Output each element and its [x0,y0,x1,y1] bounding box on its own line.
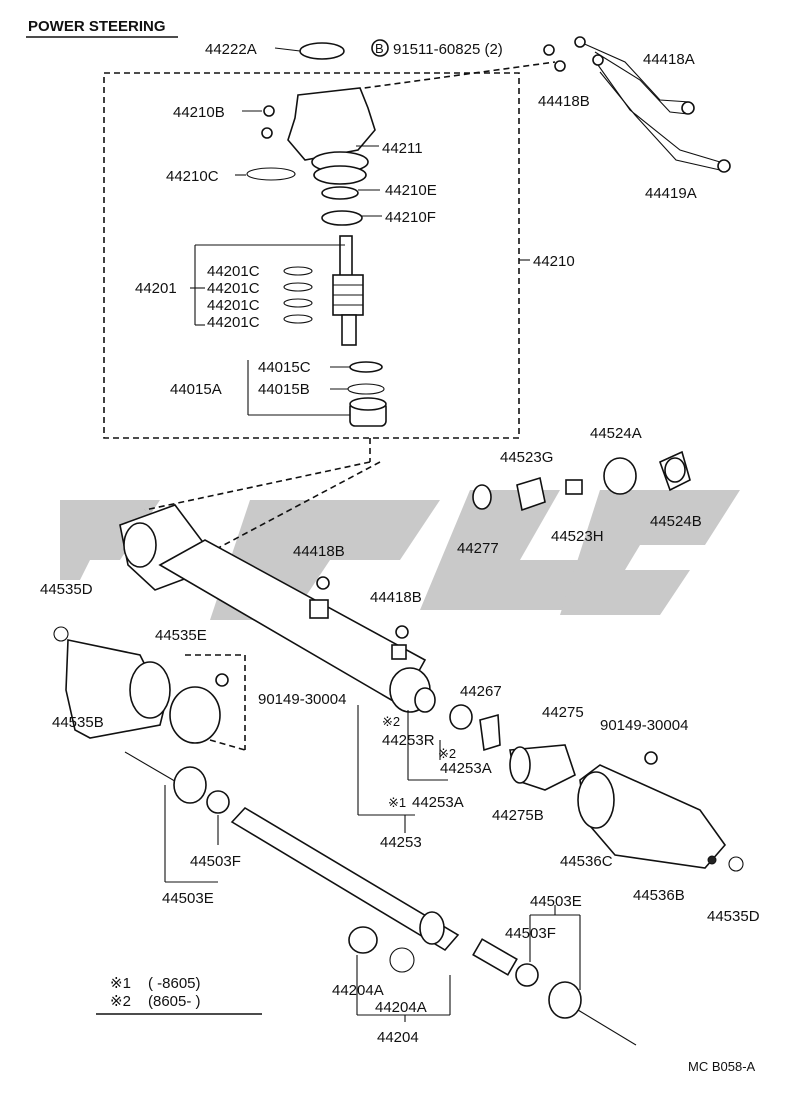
label-44535b: 44535B [52,714,104,731]
label-44535e: 44535E [155,627,207,644]
label-44210: 44210 [533,253,575,270]
label-44204: 44204 [377,1029,419,1046]
label-bolt-marker: B [375,41,384,56]
label-44535d-right: 44535D [707,908,760,925]
label-90149-30004-left: 90149-30004 [258,691,346,708]
label-44523g: 44523G [500,449,553,466]
label-44253a-1: 44253A [440,760,492,777]
diagram-code: MC B058-A [688,1059,756,1074]
label-44535d-left: 44535D [40,581,93,598]
label-44201c-1: 44201C [207,263,260,280]
label-44277: 44277 [457,540,499,557]
label-44253a-2: 44253A [412,794,464,811]
label-44418b-mid2: 44418B [370,589,422,606]
label-44267: 44267 [460,683,502,700]
leader-lines [164,47,581,1022]
part-labels: 44222A B 91511-60825 (2) 44418A 44418B 4… [40,41,760,1046]
label-44253r: 44253R [382,732,435,749]
pressure-tubes-shape [543,36,731,173]
label-44253: 44253 [380,834,422,851]
clamp-44535e-shape [169,686,221,744]
label-44201c-4: 44201C [207,314,260,331]
label-44536c: 44536C [560,853,613,870]
legend-range-2: (8605- ) [148,993,201,1010]
gasket-44222a-shape [299,42,345,60]
note-star1: ※1 [388,795,406,810]
label-44418b-top: 44418B [538,93,590,110]
valve-housing-44211-shape [287,87,376,161]
legend: ※1 ( -8605) ※2 (8605- ) [96,975,262,1015]
label-44204a-1: 44204A [332,982,384,999]
note-star2-b: ※2 [438,746,456,761]
label-44015b: 44015B [258,381,310,398]
label-44524a: 44524A [590,425,642,442]
label-44523h: 44523H [551,528,604,545]
legend-mark-1: ※1 [110,975,131,992]
label-44536b: 44536B [633,887,685,904]
label-44210c: 44210C [166,168,219,185]
note-star2-a: ※2 [382,714,400,729]
rack-bar-shape [230,806,460,952]
label-44201c-3: 44201C [207,297,260,314]
gear-housing-shape [119,504,431,713]
label-44211: 44211 [382,140,423,157]
label-44210e: 44210E [385,182,437,199]
label-44015a: 44015A [170,381,222,398]
label-91511-60825: 91511-60825 (2) [393,41,503,58]
label-44201: 44201 [135,280,177,297]
label-44503e-right: 44503E [530,893,582,910]
label-90149-30004-right: 90149-30004 [600,717,688,734]
label-44275: 44275 [542,704,584,721]
label-44015c: 44015C [258,359,311,376]
label-44503f-left: 44503F [190,853,241,870]
bolt-marker-shape [371,39,389,57]
label-44275b: 44275B [492,807,544,824]
label-44419a: 44419A [645,185,697,202]
label-44418b-mid1: 44418B [293,543,345,560]
label-44204a-2: 44204A [375,999,427,1016]
label-44524b: 44524B [650,513,702,530]
label-44418a: 44418A [643,51,695,68]
pinion-shaft-44201-shape [339,235,353,277]
label-44503e-left: 44503E [162,890,214,907]
label-44210b: 44210B [173,104,225,121]
label-44222a: 44222A [205,41,257,58]
label-44201c-2: 44201C [207,280,260,297]
page-title: POWER STEERING [28,18,166,35]
legend-mark-2: ※2 [110,993,131,1010]
label-44503f-right: 44503F [505,925,556,942]
legend-range-1: ( -8605) [148,975,201,992]
label-44210f: 44210F [385,209,436,226]
